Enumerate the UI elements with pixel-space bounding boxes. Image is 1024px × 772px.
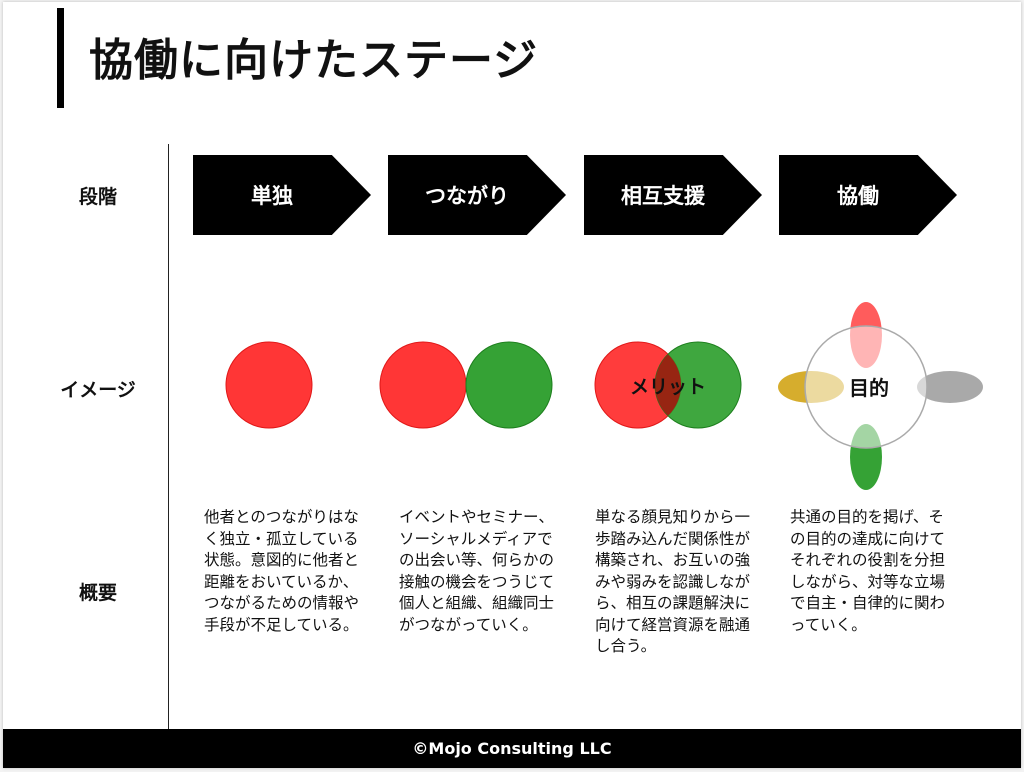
stage-description-4: 共通の目的を掲げ、その目的の達成に向けてそれぞれの役割を分担しながら、対等な立場… — [790, 508, 946, 634]
footer-copyright: ©Mojo Consulting LLC — [3, 729, 1021, 768]
stage-name: 協働 — [837, 184, 879, 208]
merit-label: メリット — [630, 376, 706, 398]
stage-arrow-1: 単独 — [193, 155, 371, 235]
stage-name: つながり — [425, 184, 509, 208]
title-accent-bar — [57, 8, 64, 108]
stage-images: メリット 目的 — [225, 302, 983, 490]
mutual-overlap — [655, 354, 682, 416]
stage-description-2: イベントやセミナー、ソーシャルメディアでの出会い等、何らかの接触の機会をつうじて… — [399, 508, 555, 634]
petal-right-gray — [917, 371, 983, 403]
purpose-circle — [804, 325, 928, 449]
stage-name: 単独 — [251, 184, 293, 208]
connection-circle-red — [379, 341, 467, 429]
isolated-circle — [225, 341, 313, 429]
stage-description-3: 単なる顔見知りから一歩踏み込んだ関係性が構築され、お互いの強みや弱みを認識しなが… — [595, 508, 751, 655]
connection-circle-green — [465, 341, 553, 429]
row-label-overview: 概要 — [78, 582, 117, 604]
stage-description-1: 他者とのつながりはなく独立・孤立している状態。意図的に他者と距離をおいているか、… — [204, 508, 360, 634]
purpose-label: 目的 — [849, 376, 889, 400]
row-label-image: イメージ — [60, 379, 136, 401]
page-title: 協働に向けたステージ — [89, 35, 539, 86]
stage-arrow-4: 協働 — [779, 155, 957, 235]
stage-arrow-3: 相互支援 — [584, 155, 762, 235]
slide: 協働に向けたステージ 段階 イメージ 概要 単独 つながり 相互支援 協働 メリ… — [3, 2, 1021, 768]
column-divider — [168, 144, 169, 734]
stage-arrow-2: つながり — [388, 155, 566, 235]
row-label-stage: 段階 — [78, 186, 117, 208]
stage-name: 相互支援 — [621, 184, 705, 208]
